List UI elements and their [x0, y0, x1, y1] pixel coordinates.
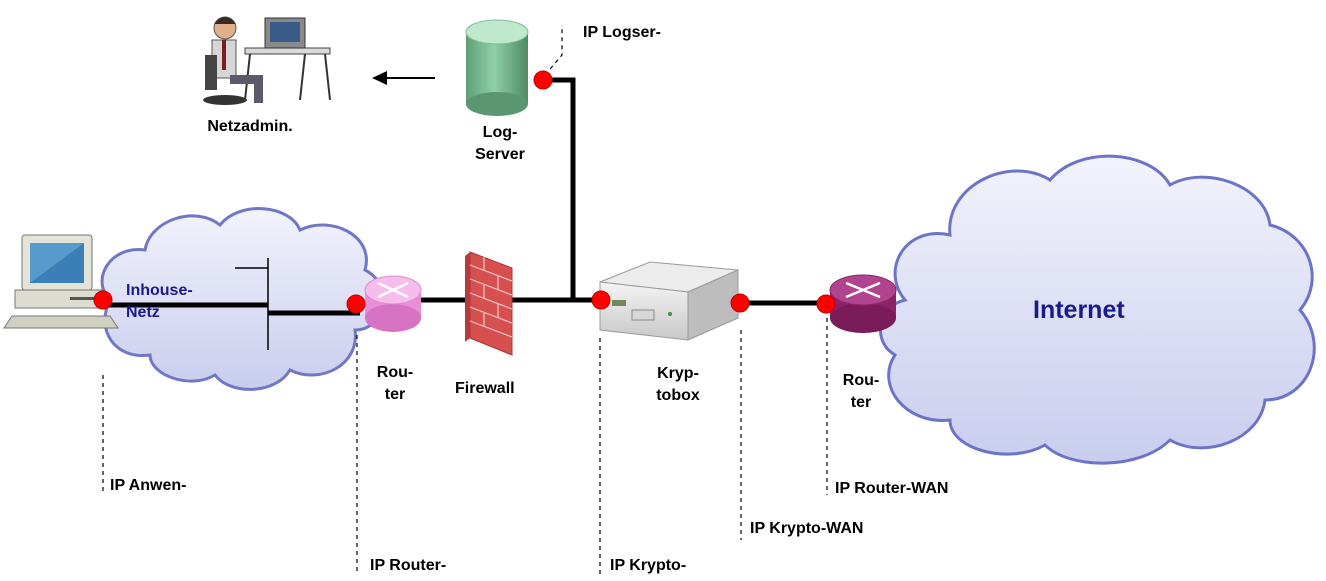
- router-right-label: Rou- ter: [842, 372, 880, 411]
- kryptobox-label: Kryp- tobox: [656, 365, 700, 404]
- router-left-icon: [364, 275, 422, 332]
- endpoint-dot-krypto-lan: [591, 290, 611, 310]
- ip-callout-lines: [102, 25, 828, 575]
- ip-anwender-label: IP Anwen-: [110, 477, 187, 494]
- ip-endpoint-dots: [93, 70, 836, 314]
- ip-router-lan-label: IP Router-: [370, 557, 447, 574]
- endpoint-dot-client: [93, 290, 113, 310]
- network-links: [100, 77, 830, 350]
- log-server-icon: [465, 19, 529, 116]
- router-left-label: Rou- ter: [376, 364, 414, 403]
- internet-cloud: [879, 154, 1316, 465]
- router-right-icon: [829, 274, 897, 333]
- client-pc-icon: [3, 234, 119, 329]
- firewall-label: Firewall: [455, 380, 515, 397]
- firewall-icon: [465, 251, 513, 356]
- kryptobox-icon: [599, 261, 739, 341]
- ip-logserver-label: IP Logser-: [583, 24, 661, 41]
- inhouse-network-label: Inhouse- Netz: [126, 282, 193, 321]
- arrow-to-admin-icon: [372, 71, 435, 85]
- netzadmin-label: Netzadmin.: [207, 118, 293, 135]
- endpoint-dot-krypto-wan: [730, 293, 750, 313]
- internet-label: Internet: [1033, 296, 1125, 324]
- log-server-label: Log- Server: [475, 124, 525, 163]
- endpoint-dot-logserver: [533, 70, 553, 90]
- ip-router-wan-label: IP Router-WAN: [835, 480, 949, 497]
- endpoint-dot-router-wan: [816, 294, 836, 314]
- ip-krypto-wan-label: IP Krypto-WAN: [750, 520, 864, 537]
- ip-krypto-lan-label: IP Krypto-: [610, 557, 687, 574]
- netzadmin-person-icon: [203, 16, 331, 105]
- endpoint-dot-router-lan: [346, 294, 366, 314]
